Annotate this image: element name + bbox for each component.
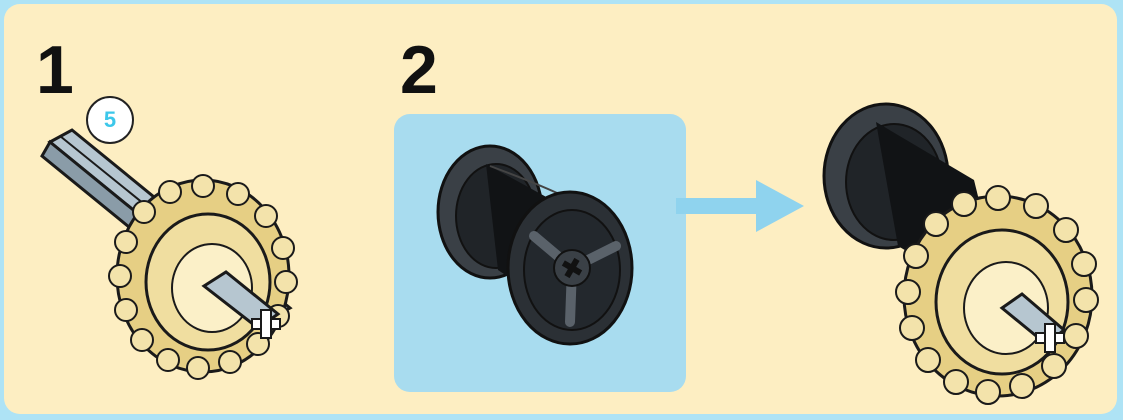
gear-spool-assembly-icon [806,100,1096,400]
gear-icon [108,176,298,376]
step-2-number: 2 [400,36,438,104]
step-1-number: 1 [36,36,74,104]
spool-icon [420,136,650,356]
arrow-icon [676,178,806,234]
